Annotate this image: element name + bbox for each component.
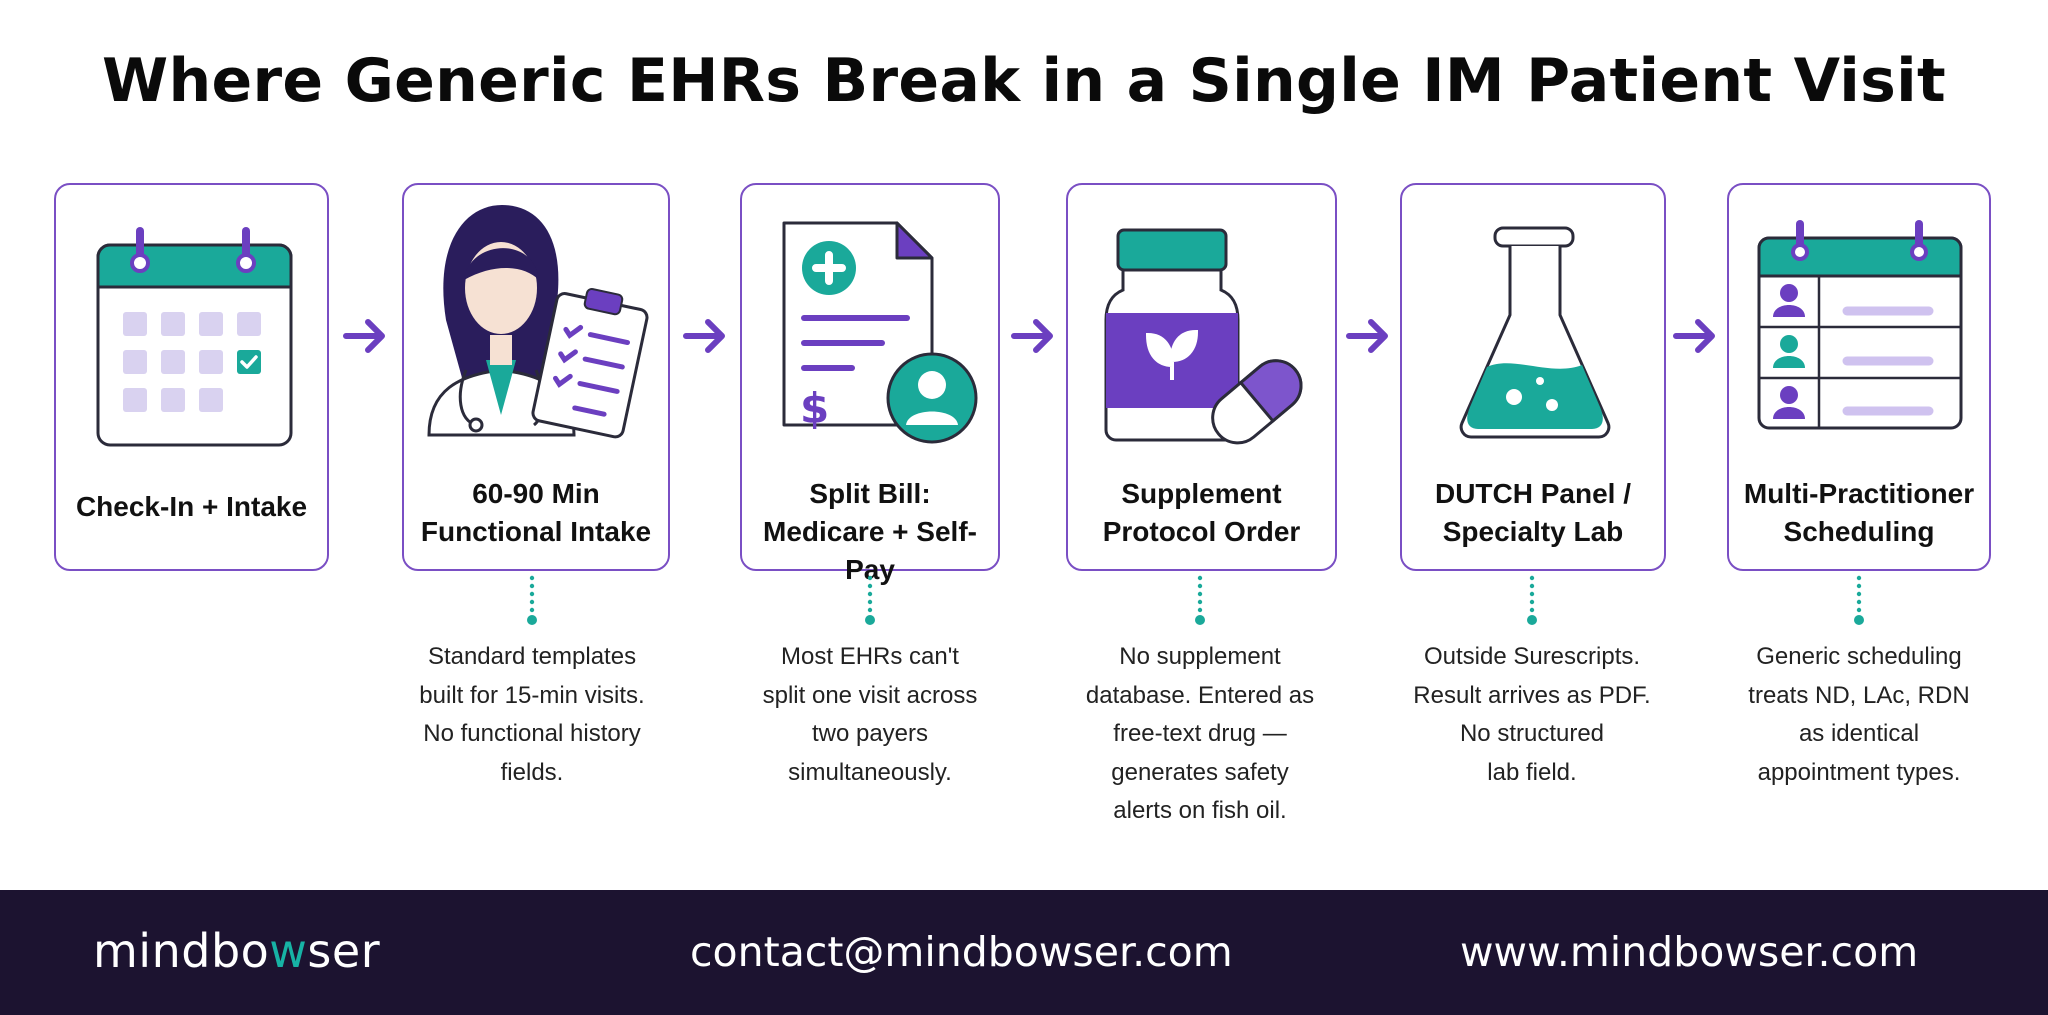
website-link[interactable]: www.mindbowser.com [1460, 928, 1919, 976]
arrow-right-icon [1011, 319, 1053, 353]
step-description-functional-intake: Standard templates built for 15-min visi… [419, 643, 645, 786]
step-description-specialty-lab: Outside Surescripts. Result arrives as P… [1413, 643, 1651, 786]
schedule-calendar-icon [1757, 220, 1963, 430]
step-card-functional-intake: 60-90 Min Functional Intake [402, 183, 670, 571]
dotted-connector [1854, 575, 1864, 625]
svg-text:$: $ [800, 384, 829, 433]
calendar-check-icon [96, 227, 293, 447]
dotted-connector [1527, 575, 1537, 625]
step-label: Supplement Protocol Order [1102, 478, 1301, 547]
supplement-bottle-icon [1104, 228, 1303, 445]
step-description-supplement: No supplement database. Entered as free-… [1085, 643, 1315, 824]
step-card-supplement: Supplement Protocol Order [1066, 183, 1337, 571]
page-title: Where Generic EHRs Break in a Single IM … [102, 46, 1946, 116]
step-description-multi-practitioner: Generic scheduling treats ND, LAc, RDN a… [1748, 643, 1970, 786]
step-label: DUTCH Panel / Specialty Lab [1434, 478, 1632, 547]
step-card-split-bill: $ Split Bill: Medicare + Self-Pay [740, 183, 1000, 585]
step-label: Split Bill: Medicare + Self-Pay [763, 478, 977, 585]
doctor-clipboard-icon [427, 205, 649, 439]
step-card-multi-practitioner: Multi-Practitioner Scheduling [1727, 183, 1991, 571]
step-label: 60-90 Min Functional Intake [420, 478, 652, 547]
dotted-connector [527, 575, 537, 625]
dotted-connector [865, 575, 875, 625]
step-card-check-in: Check-In + Intake [54, 183, 329, 571]
step-label: Multi-Practitioner Scheduling [1743, 478, 1975, 547]
arrow-right-icon [1346, 319, 1388, 353]
step-description-split-bill: Most EHRs can't split one visit across t… [762, 643, 978, 786]
footer-bar: mindbowser contact@mindbowser.com www.mi… [0, 890, 2048, 1015]
arrow-right-icon [683, 319, 725, 353]
step-card-specialty-lab: DUTCH Panel / Specialty Lab [1400, 183, 1666, 571]
arrow-right-icon [343, 319, 385, 353]
contact-email-link[interactable]: contact@mindbowser.com [690, 928, 1233, 976]
dotted-connector [1195, 575, 1205, 625]
medical-bill-icon: $ [782, 221, 978, 444]
arrow-right-icon [1673, 319, 1715, 353]
step-label: Check-In + Intake [75, 491, 308, 522]
mindbowser-logo: mindbowser [93, 924, 381, 978]
lab-flask-icon [1459, 226, 1611, 439]
